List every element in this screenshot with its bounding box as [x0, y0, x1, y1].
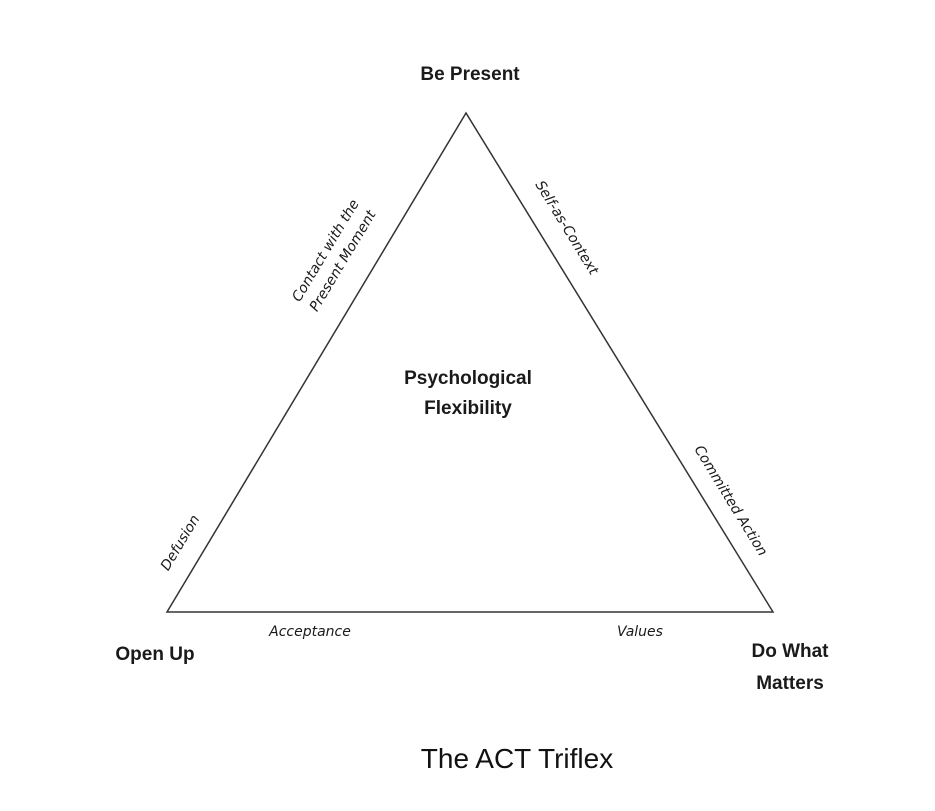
center-label-line2: Flexibility	[424, 398, 512, 419]
label-values: Values	[617, 624, 663, 640]
vertex-do-what-matters-line2: Matters	[756, 673, 824, 694]
label-acceptance: Acceptance	[268, 624, 351, 640]
label-self-as-context: Self-as-Context	[532, 178, 602, 278]
vertex-open-up: Open Up	[115, 644, 194, 665]
vertex-do-what-matters-line1: Do What	[751, 641, 829, 662]
vertex-be-present: Be Present	[420, 64, 520, 85]
label-defusion: Defusion	[158, 512, 204, 573]
triangle	[165, 111, 775, 613]
diagram-caption: The ACT Triflex	[421, 743, 613, 774]
center-label-line1: Psychological	[404, 368, 532, 389]
